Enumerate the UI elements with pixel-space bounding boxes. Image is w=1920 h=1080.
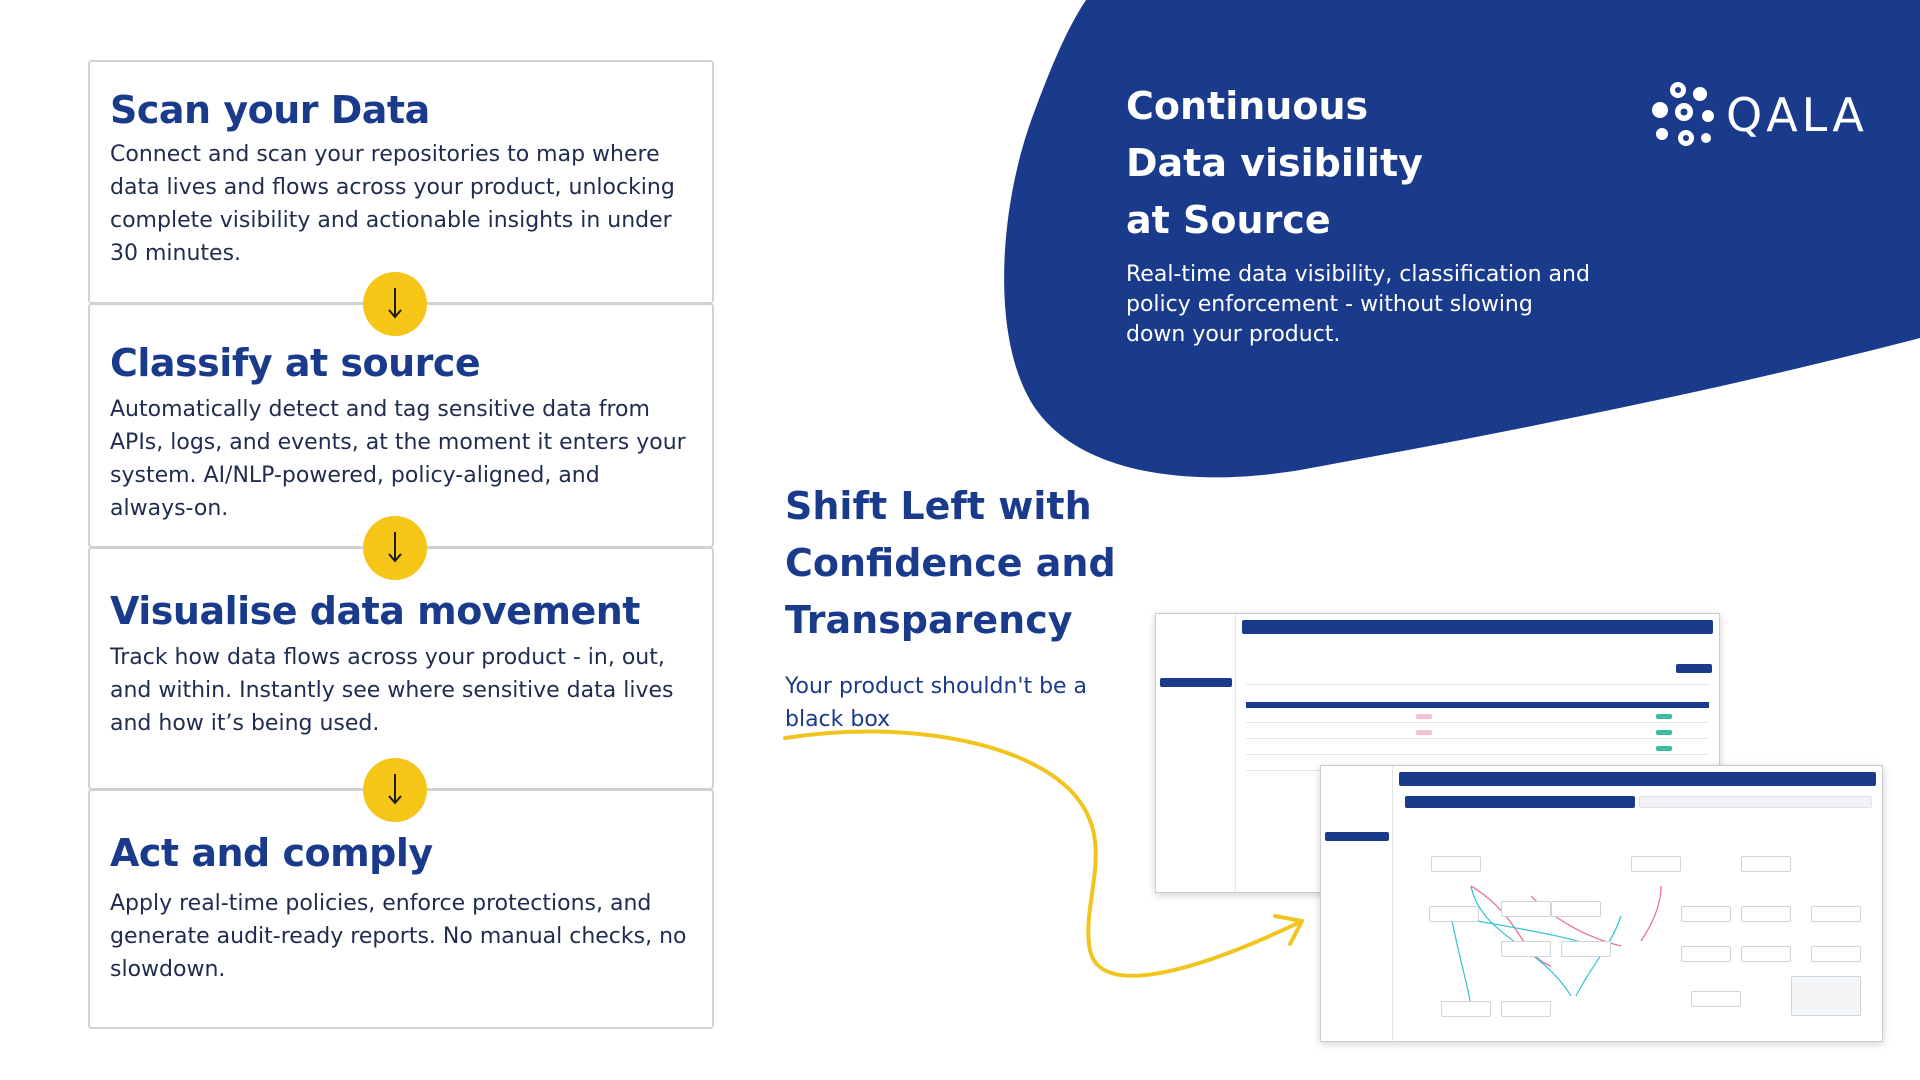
down-arrow-icon (363, 758, 427, 822)
topology-node (1811, 906, 1861, 922)
step-title: Act and comply (110, 831, 433, 875)
topology-node (1431, 856, 1481, 872)
shift-left-subtitle: Your product shouldn't be a black box (785, 674, 1088, 732)
shift-left-title: Shift Left with Confidence and Transpare… (785, 478, 1125, 649)
down-arrow-icon (363, 516, 427, 580)
logo-wordmark: QALA (1726, 88, 1868, 142)
topology-node (1741, 946, 1791, 962)
steps-panel: Scan your Data Connect and scan your rep… (88, 60, 714, 1030)
screenshot-table-row (1246, 722, 1709, 723)
screenshot-topbar (1399, 772, 1876, 786)
step-body: Apply real-time policies, enforce protec… (110, 891, 687, 982)
hero-title-line: Continuous (1126, 84, 1369, 128)
topology-node (1501, 1001, 1551, 1017)
screenshot-table-row (1246, 754, 1709, 755)
shift-title-line: Shift Left with (785, 484, 1092, 528)
screenshot-tag (1416, 714, 1432, 719)
screenshot-tag (1416, 730, 1432, 735)
topology-node (1429, 906, 1479, 922)
down-arrow-icon (363, 272, 427, 336)
step-title: Visualise data movement (110, 589, 640, 633)
topology-node (1561, 941, 1611, 957)
screenshot-table-row (1246, 684, 1709, 685)
step-card-scan: Scan your Data Connect and scan your rep… (88, 60, 714, 304)
topology-node (1501, 941, 1551, 957)
hero-title-line: Data visibility (1126, 141, 1423, 185)
step-body: Track how data flows across your product… (110, 645, 674, 736)
topology-node (1741, 856, 1791, 872)
qala-logo: QALA (1648, 78, 1864, 158)
step-title: Classify at source (110, 341, 481, 385)
topology-node (1811, 946, 1861, 962)
molecule-logo-icon (1652, 82, 1714, 146)
step-title: Scan your Data (110, 88, 430, 132)
screenshot-tag (1656, 746, 1672, 751)
screenshot-export-button (1676, 664, 1712, 673)
screenshot-topbar (1242, 620, 1713, 634)
topology-node (1551, 901, 1601, 917)
topology-node (1501, 901, 1551, 917)
screenshot-tab (1639, 796, 1872, 808)
screenshot-tag (1656, 714, 1672, 719)
step-card-visualise: Visualise data movement Track how data f… (88, 547, 714, 790)
screenshot-nav-item-active (1325, 832, 1389, 841)
screenshot-table-header (1246, 702, 1709, 708)
screenshot-sidebar (1156, 614, 1236, 892)
screenshot-table-row (1246, 738, 1709, 739)
topology-node (1681, 906, 1731, 922)
shift-title-line: Confidence and (785, 541, 1116, 585)
screenshot-nav-item (1160, 654, 1232, 663)
step-body: Automatically detect and tag sensitive d… (110, 397, 686, 521)
topology-node (1691, 991, 1741, 1007)
screenshot-nav-item (1160, 690, 1232, 699)
step-card-act: Act and comply Apply real-time policies,… (88, 789, 714, 1029)
step-body: Connect and scan your repositories to ma… (110, 142, 675, 266)
hero-title: Continuous Data visibility at Source (1126, 78, 1546, 249)
topology-screenshot (1320, 765, 1883, 1042)
screenshot-nav-item-active (1160, 678, 1232, 687)
screenshot-tab-active (1405, 796, 1635, 808)
screenshot-tag (1656, 730, 1672, 735)
topology-node (1631, 856, 1681, 872)
hero-subtitle: Real-time data visibility, classificatio… (1126, 262, 1590, 347)
topology-minimap (1791, 976, 1861, 1016)
hero-title-line: at Source (1126, 198, 1331, 242)
shift-title-line: Transparency (785, 598, 1073, 642)
topology-node (1741, 906, 1791, 922)
topology-node (1441, 1001, 1491, 1017)
step-card-classify: Classify at source Automatically detect … (88, 303, 714, 548)
topology-node (1681, 946, 1731, 962)
screenshot-sidebar (1321, 766, 1393, 1041)
screenshot-nav-item (1160, 666, 1232, 675)
